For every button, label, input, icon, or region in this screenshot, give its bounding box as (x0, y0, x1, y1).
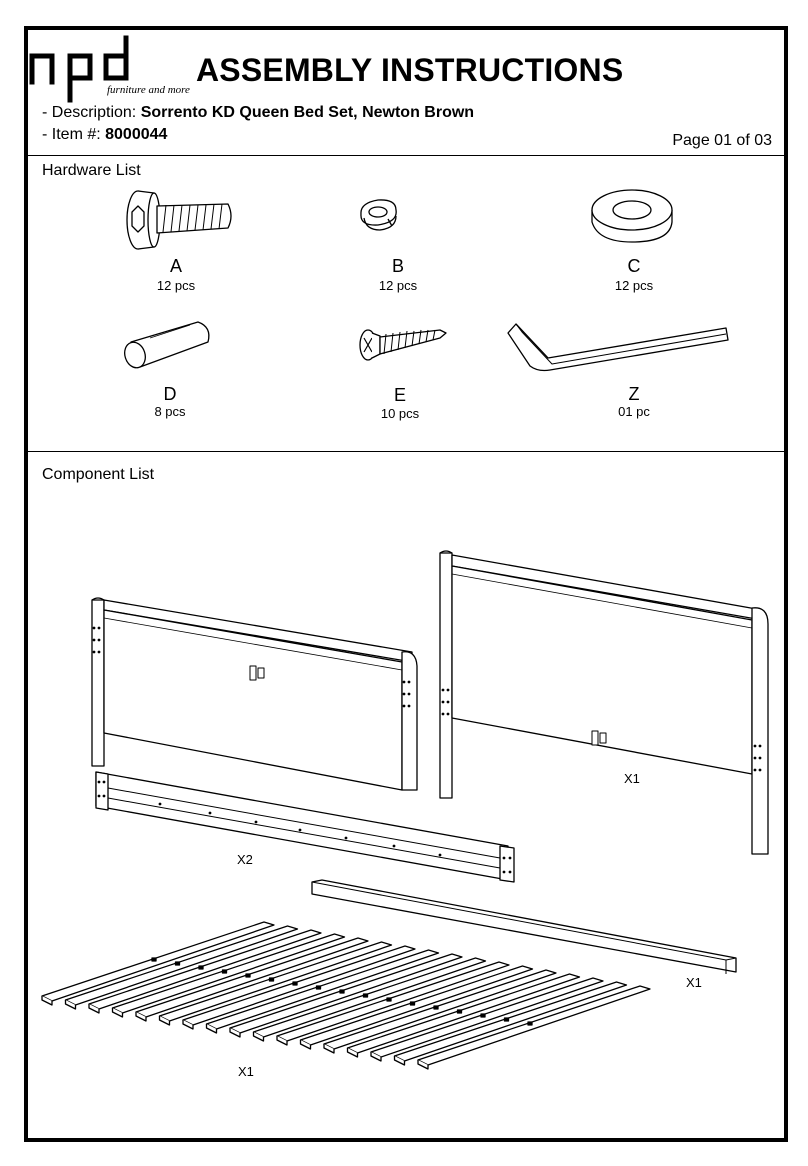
footboard (91, 597, 418, 791)
hardware-b-qty: 12 pcs (378, 278, 418, 293)
bed-slat-edge (370, 1052, 382, 1062)
bed-slat-clip (245, 973, 251, 978)
bed-slat-clip (174, 961, 181, 966)
hardware-divider (28, 451, 784, 452)
npd-logo (29, 35, 129, 103)
item-number: 8000044 (105, 126, 168, 143)
hardware-b-letter: B (391, 256, 404, 276)
bed-slat-clip (503, 1017, 510, 1022)
bed-slat-edge (205, 1024, 218, 1034)
bed-slat-edge (158, 1016, 171, 1026)
hardware-e-letter: E (393, 385, 406, 405)
side-rails (95, 771, 515, 883)
bed-slat-clip (198, 965, 204, 970)
item-line: - Item #: 8000044 (42, 126, 167, 144)
page-title: ASSEMBLY INSTRUCTIONS (196, 52, 624, 88)
description-value: Sorrento KD Queen Bed Set, Newton Brown (140, 104, 475, 121)
bed-slat-clip (339, 989, 345, 994)
hardware-e-qty: 10 pcs (380, 406, 420, 421)
bed-slat-clip (456, 1009, 463, 1014)
slats-qty: X1 (238, 1064, 254, 1079)
bed-slat (182, 945, 416, 1026)
allen-key-icon (507, 323, 729, 372)
bed-slat-clip (292, 981, 298, 986)
bed-slat-edge (276, 1036, 288, 1046)
bed-slat-edge (88, 1004, 100, 1014)
center-rail-qty: X1 (686, 975, 702, 990)
bed-slat (111, 933, 346, 1014)
bed-slats (41, 921, 651, 1070)
bed-slat (41, 921, 275, 1002)
dowel-icon (124, 321, 210, 369)
headboard (439, 550, 769, 855)
page-number: Page 01 of 03 (672, 132, 772, 149)
header-divider (28, 155, 784, 156)
hardware-a-letter: A (169, 256, 182, 276)
bed-slat-edge (135, 1012, 147, 1022)
bed-slat-clip (386, 997, 392, 1002)
bed-slat-clip (433, 1005, 439, 1010)
bed-slat-edge (252, 1032, 265, 1042)
hardware-c-qty: 12 pcs (614, 278, 654, 293)
bed-slat-clip (409, 1001, 416, 1006)
hardware-z-letter: Z (628, 384, 640, 404)
hardware-d-letter: D (163, 384, 177, 404)
bed-slat-clip (480, 1013, 486, 1018)
bed-slat (88, 929, 322, 1010)
bed-slat (158, 941, 393, 1022)
bed-slat-clip (527, 1021, 533, 1026)
bed-slat-clip (268, 977, 275, 982)
hardware-d-qty: 8 pcs (154, 404, 186, 419)
bed-slat-edge (299, 1040, 312, 1050)
center-rail (311, 879, 737, 974)
hardware-a-qty: 12 pcs (156, 278, 196, 293)
lock-washer-icon (360, 199, 397, 231)
item-label: - Item #: (42, 126, 106, 143)
description-line: - Description: Sorrento KD Queen Bed Set… (42, 104, 474, 122)
bed-slat (64, 925, 299, 1006)
bed-slat-clip (362, 993, 369, 998)
bolt-icon (126, 190, 232, 250)
bed-slat-edge (111, 1008, 124, 1018)
headboard-qty: X1 (624, 771, 640, 786)
side-rails-qty: X2 (237, 852, 253, 867)
flat-washer-icon (591, 189, 673, 243)
bed-slat-edge (323, 1044, 335, 1054)
bed-slat-edge (393, 1056, 406, 1066)
bed-slat-edge (182, 1020, 194, 1030)
hardware-list-title: Hardware List (42, 162, 141, 179)
component-list-title: Component List (42, 466, 155, 483)
bed-slat-edge (64, 1000, 77, 1010)
bed-slat-edge (41, 996, 53, 1006)
bed-slat-edge (229, 1028, 241, 1038)
bed-slat-clip (151, 957, 157, 962)
hardware-c-letter: C (627, 256, 641, 276)
logo-tagline: furniture and more (107, 84, 190, 96)
bed-slat (135, 937, 369, 1018)
bed-slat-clip (315, 985, 322, 990)
bed-slat-edge (346, 1048, 359, 1058)
screw-icon (359, 329, 447, 361)
page-border (24, 26, 788, 1142)
description-label: - Description: (42, 104, 141, 121)
bed-slat-clip (221, 969, 228, 974)
bed-slat-edge (417, 1060, 429, 1070)
hardware-z-qty: 01 pc (618, 404, 650, 419)
